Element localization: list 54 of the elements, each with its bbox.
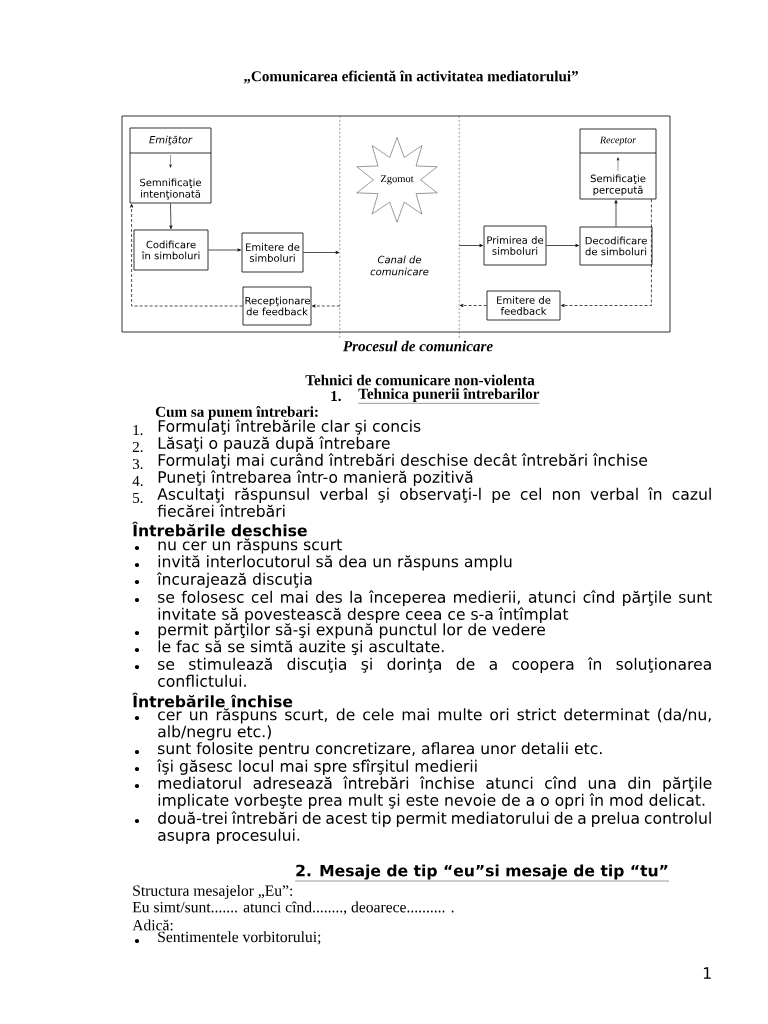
list-item: sunt folosite pentru concretizare, aflarea unor detalii etc. (158, 742, 602, 758)
list-item: două-trei întrebări de acest tip permit mediatorului de a prelua controlul asupra procesului. (158, 811, 711, 844)
arrow (208, 248, 241, 252)
title: „Comunicarea eficientă în activitatea mediatorului” (243, 70, 578, 84)
list-item: Lăsaţi o pauză după întrebare (158, 436, 390, 452)
sender-box: Emiţător Semnificaţie intenţionată (129, 127, 212, 204)
process-box: Primirea de simboluri (483, 225, 547, 266)
heading: Tehnica punerii întrebarilor (358, 388, 540, 404)
arrow (561, 199, 652, 308)
arrow (614, 200, 618, 227)
list-item: Puneţi întrebarea într-o manieră pozitivă (158, 470, 473, 486)
list-item: Formulaţi mai curând întrebări deschise decât întrebări închise (158, 453, 648, 469)
list-item: se stimulează discuţia şi dorinţa de a coopera în soluţionarea conflictului. (158, 657, 711, 687)
text-line: Structura mesajelor „Eu”: (133, 884, 293, 900)
heading: Cum sa punem întrebari: (155, 406, 318, 420)
list-item: le fac să se simtă auzite şi ascultate. (158, 640, 444, 656)
text-line: Adică: (132, 919, 173, 931)
process-box: Emitere de simboluri (241, 232, 304, 273)
section-heading: 2. Mesaje de tip “eu”si mesaje de tip “tu” (294, 864, 670, 882)
list-number: 1. (133, 424, 143, 436)
arrow (312, 304, 341, 308)
text-line: Eu simt/sunt....... atunci cînd........, deoarece.......... . (132, 901, 454, 915)
arrow (303, 250, 340, 255)
list-number: 3. (132, 458, 143, 470)
list-item: îşi găsesc locul mai spre sfîrşitul medierii (156, 759, 477, 775)
heading: Tehnici de comunicare non-violenta (305, 374, 535, 386)
noise-star: Zgomot (356, 137, 438, 223)
list-item: nu cer un răspuns scurt (158, 538, 342, 554)
arrow (169, 203, 173, 229)
arrow (459, 303, 487, 308)
list-item: mediatorul adresează întrebări închise atunci cînd una din părţile implicate vorbeşte prea mult şi este nevoie de a o opri în mod delicat. (158, 776, 712, 809)
list-number: 5. (133, 492, 143, 504)
section-heading: Întrebările deschise (132, 521, 307, 537)
list-item: permit părţilor să-şi expună punctul lor de vedere (158, 623, 545, 639)
section-heading: Întrebările închise (132, 692, 293, 708)
caption: Procesul de comunicare (342, 340, 493, 352)
list-number: 2. (132, 441, 143, 453)
process-box: Emitere de feedback (486, 290, 561, 321)
list-item: Formulaţi întrebările clar şi concis (158, 419, 421, 435)
list-item: invită interlocutorul să dea un răspuns amplu (158, 555, 512, 571)
process-box: Codificare în simboluri (133, 229, 209, 271)
heading: 1. (331, 390, 341, 402)
list-item: încurajează discuţia (156, 572, 312, 588)
list-number: 4. (132, 475, 143, 487)
process-box: Recepţionare de feedback (242, 286, 312, 326)
page-number: 1 (703, 967, 711, 979)
arrow (458, 243, 483, 248)
list-item: Ascultaţi răspunsul verbal şi observaţi-l pe cel non verbal în cazul fiecărei întrebări (157, 487, 711, 517)
list-item: Sentimentele vorbitorului; (158, 931, 321, 945)
list-item: cer un răspuns scurt, de cele mai multe ori strict determinat (da/nu, alb/negru etc.) (158, 708, 711, 741)
process-box: Decodificare de simboluri (579, 226, 653, 266)
arrow (546, 243, 579, 248)
arrow (130, 204, 243, 307)
receiver-box: Receptor Semificaţie percepută (579, 128, 657, 200)
